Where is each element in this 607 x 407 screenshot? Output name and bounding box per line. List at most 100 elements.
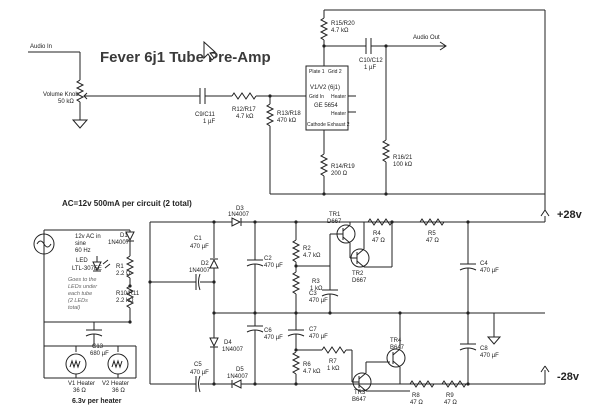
- c10-value: 1 µF: [364, 65, 376, 71]
- ac-source-line1: 12v AC in: [75, 234, 101, 240]
- tr4-name: TR4: [390, 338, 402, 344]
- r9-name: R9: [446, 393, 454, 399]
- tube-pin-grid2: Grid 2: [328, 69, 342, 75]
- led-note-3: each tube: [68, 291, 92, 297]
- ground-icon-psu: [486, 336, 502, 345]
- d2-value: 1N4007: [189, 268, 211, 274]
- mouse-cursor-icon: [203, 40, 217, 61]
- c3-name: C3: [309, 291, 317, 297]
- r10-name: R10/R11: [116, 291, 140, 297]
- v1-heater-name: V1 Heater: [68, 381, 95, 387]
- c2-value: 470 µF: [264, 263, 283, 269]
- d1-value: 1N4007: [108, 240, 130, 246]
- r8-value: 47 Ω: [410, 400, 423, 406]
- d2-diode: [209, 258, 219, 269]
- r8-name: R8: [412, 393, 420, 399]
- positive-rail-arrow-icon: [540, 209, 550, 217]
- tr3-value: B647: [352, 397, 367, 403]
- r10-resistor: [125, 285, 135, 309]
- positive-rail-label: +28v: [557, 209, 583, 221]
- audio-in-label: Audio In: [30, 44, 52, 50]
- d4-name: D4: [224, 340, 232, 346]
- v1-heater-value: 36 Ω: [73, 388, 86, 394]
- volume-knob-name: Volume Knob: [43, 92, 79, 98]
- c5-name: C5: [194, 362, 202, 368]
- led-diode: [92, 261, 102, 272]
- tr4-transistor: [386, 348, 406, 368]
- r16-value: 100 kΩ: [393, 162, 413, 168]
- schematic-title: Fever 6j1 Tube Pre-Amp: [100, 49, 271, 66]
- r1-resistor: [125, 255, 135, 279]
- c1-capacitor: [198, 273, 201, 291]
- r7-value: 1 kΩ: [327, 366, 340, 372]
- c1-name: C1: [194, 236, 202, 242]
- tr2-value: D667: [352, 278, 367, 284]
- r8-resistor: [409, 380, 435, 388]
- c7-value: 470 µF: [309, 334, 328, 340]
- d5-name: D5: [236, 367, 244, 373]
- r15-resistor: [319, 17, 329, 41]
- c4-value: 470 µF: [480, 268, 499, 274]
- d1-diode: [125, 231, 135, 242]
- c13-name: C13: [92, 344, 104, 350]
- tr2-name: TR2: [352, 271, 364, 277]
- v2-heater-name: V2 Heater: [102, 381, 129, 387]
- v1-heater-icon: [65, 353, 87, 375]
- tube-pin-grid1: Grid In: [309, 94, 324, 100]
- c8-name: C8: [480, 346, 488, 352]
- r14-value: 200 Ω: [331, 171, 348, 177]
- r6-resistor: [291, 351, 301, 375]
- tr4-value: B647: [390, 345, 405, 351]
- tr1-name: TR1: [329, 212, 341, 218]
- wiper-arrow-icon: [83, 92, 92, 100]
- tube-pin-heater-a: Heater: [331, 94, 346, 100]
- r6-name: R6: [303, 362, 311, 368]
- c6-name: C6: [264, 328, 272, 334]
- d3-diode: [231, 217, 242, 227]
- d3-name: D3: [236, 206, 244, 212]
- c13-value: 680 µF: [90, 351, 109, 357]
- c2-name: C2: [264, 256, 272, 262]
- r13-name: R13/R18: [277, 111, 301, 117]
- r5-name: R5: [428, 231, 436, 237]
- tr1-value: D667: [327, 219, 342, 225]
- tube-pin-cathode: Cathode Exhaust 2: [307, 122, 350, 128]
- tube-6j1-box: [305, 65, 349, 131]
- c9-name: C9/C11: [195, 112, 216, 118]
- volume-knob-resistor: [75, 79, 85, 103]
- tube-name: V1/V2 (6j1): [310, 85, 340, 91]
- audio-out-label: Audio Out: [413, 35, 440, 41]
- led-note-5: total): [68, 305, 80, 311]
- d2-name: D2: [201, 261, 209, 267]
- supply-heading: AC=12v 500mA per circuit (2 total): [62, 199, 192, 208]
- r10-value: 2.2 kΩ: [116, 298, 134, 304]
- c5-capacitor: [198, 375, 201, 393]
- negative-rail-arrow-icon: [540, 365, 550, 373]
- r4-name: R4: [373, 231, 381, 237]
- power-supply: AC=12v 500mA per circuit (2 total) 12v A…: [33, 199, 583, 406]
- r16-resistor: [381, 139, 391, 163]
- r13-resistor: [265, 103, 275, 127]
- r14-resistor: [319, 153, 329, 177]
- tube-pin-plate1: Plate 1: [309, 69, 325, 75]
- tr3-name: TR3: [354, 390, 366, 396]
- d1-name: D1: [120, 233, 128, 239]
- r12-resistor: [231, 92, 257, 100]
- led-note-2: LEDs under: [68, 284, 98, 290]
- v2-heater-icon: [107, 353, 129, 375]
- ac-source-line3: 60 Hz: [75, 248, 91, 254]
- c6-value: 470 µF: [264, 335, 283, 341]
- led-note-1: Goes to the: [68, 277, 96, 283]
- r15-name: R15/R20: [331, 21, 355, 27]
- r3-resistor: [291, 271, 301, 295]
- d5-diode: [231, 379, 242, 389]
- preamp-stage: Audio In Volume Knob 50 kΩ C9/C11 1 µF R…: [28, 9, 546, 210]
- r2-value: 4.7 kΩ: [303, 253, 321, 259]
- d3-value: 1N4007: [228, 212, 250, 218]
- r12-value: 4.7 kΩ: [236, 114, 254, 120]
- r7-name: R7: [329, 359, 337, 365]
- r5-value: 47 Ω: [426, 238, 439, 244]
- heater-caption: 6.3v per heater: [72, 398, 122, 405]
- led-part: LTL-307EE: [72, 266, 102, 272]
